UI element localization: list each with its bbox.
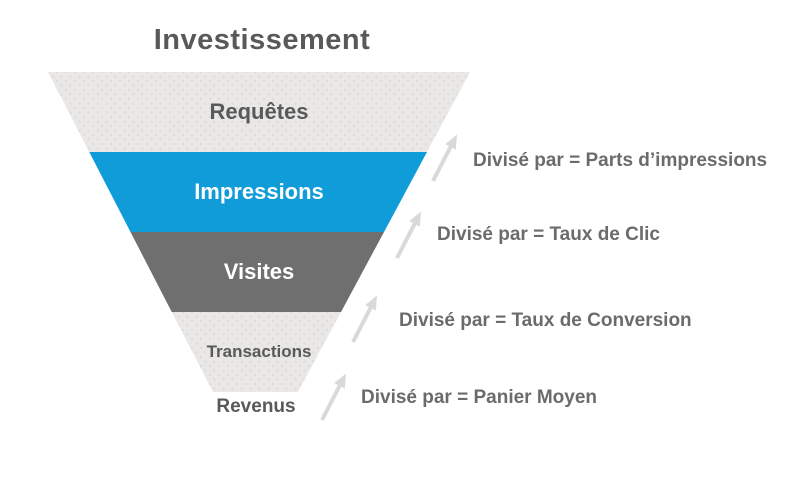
funnel-level-transactions-label: Transactions <box>206 342 312 361</box>
funnel-level-visites: Visites <box>48 232 470 312</box>
diagram-title: Investissement <box>153 24 371 56</box>
funnel-level-requetes-label: Requêtes <box>209 99 309 124</box>
arrow-up-icon <box>351 295 377 343</box>
funnel-level-requetes: Requêtes <box>48 72 470 152</box>
annotation-taux-de-clic: Divisé par = Taux de Clic <box>437 224 660 245</box>
funnel-level-impressions: Impressions <box>48 152 470 232</box>
annotation-panier-moyen: Divisé par = Panier Moyen <box>361 387 598 408</box>
arrow-up-icon <box>431 134 457 182</box>
funnel-level-impressions-label: Impressions <box>194 179 324 204</box>
funnel-bottom-label: Revenus <box>216 396 296 417</box>
arrow-up-icon <box>395 211 421 259</box>
annotation-parts-impressions: Divisé par = Parts d’impressions <box>473 150 768 171</box>
funnel-level-visites-label: Visites <box>223 259 295 284</box>
funnel-shape: Requêtes Impressions Visites Transaction… <box>48 72 470 392</box>
annotation-taux-de-conversion: Divisé par = Taux de Conversion <box>399 310 692 331</box>
